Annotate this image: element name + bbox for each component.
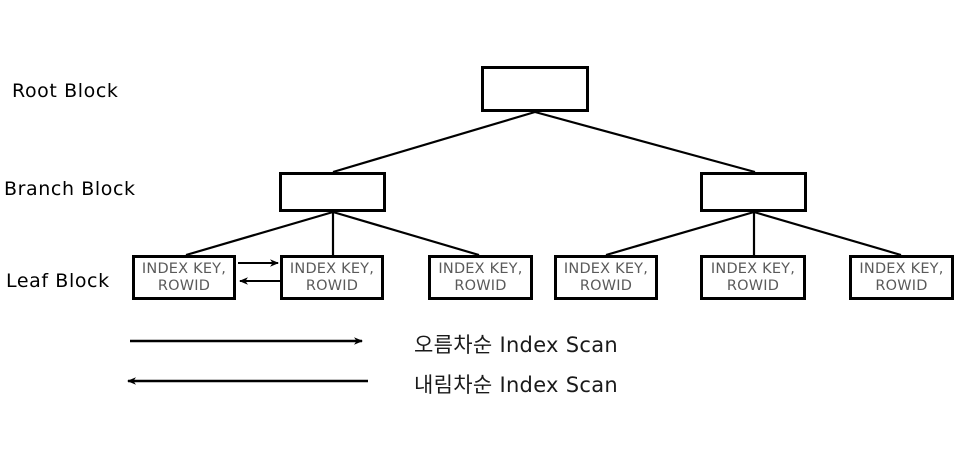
leaf-block-3[interactable]: INDEX KEY, ROWID xyxy=(428,255,533,300)
connector-branch-right-to-leaf-6 xyxy=(753,210,902,257)
branch-left-to-leaf-connectors xyxy=(185,210,480,257)
row-label-leaf-block: Leaf Block xyxy=(6,270,110,292)
row-label-branch-block: Branch Block xyxy=(4,178,136,200)
connector-branch-left-to-leaf-1 xyxy=(185,210,334,257)
leaf-block-5-label: INDEX KEY, ROWID xyxy=(710,260,796,294)
row-label-root-block: Root Block xyxy=(12,80,119,102)
root-to-branch-connectors xyxy=(332,110,756,174)
leaf-block-6-label: INDEX KEY, ROWID xyxy=(859,260,944,294)
leaf-block-2-label: INDEX KEY, ROWID xyxy=(289,260,375,294)
connector-root-to-branch-left xyxy=(332,110,536,174)
connector-branch-right-to-leaf-4 xyxy=(605,210,755,257)
descending-scan-caption: 내림차순 Index Scan xyxy=(414,373,618,397)
leaf-block-1-label: INDEX KEY, ROWID xyxy=(141,260,227,294)
connector-branch-left-to-leaf-3 xyxy=(332,210,480,257)
leaf-block-4[interactable]: INDEX KEY, ROWID xyxy=(554,255,658,300)
ascending-scan-caption: 오름차순 Index Scan xyxy=(414,333,618,357)
connector-root-to-branch-right xyxy=(534,110,756,174)
root-block-node[interactable] xyxy=(481,66,589,112)
leaf-block-2[interactable]: INDEX KEY, ROWID xyxy=(280,255,384,300)
leaf-block-3-label: INDEX KEY, ROWID xyxy=(438,260,523,294)
leaf-block-6[interactable]: INDEX KEY, ROWID xyxy=(849,255,954,300)
branch-block-left[interactable] xyxy=(279,172,386,212)
leaf-chain-arrows xyxy=(238,259,280,285)
scan-direction-arrows xyxy=(127,337,368,385)
branch-right-to-leaf-connectors xyxy=(605,210,902,257)
leaf-block-5[interactable]: INDEX KEY, ROWID xyxy=(700,255,806,300)
branch-block-right[interactable] xyxy=(700,172,807,212)
leaf-block-1[interactable]: INDEX KEY, ROWID xyxy=(132,255,236,300)
leaf-block-4-label: INDEX KEY, ROWID xyxy=(563,260,649,294)
